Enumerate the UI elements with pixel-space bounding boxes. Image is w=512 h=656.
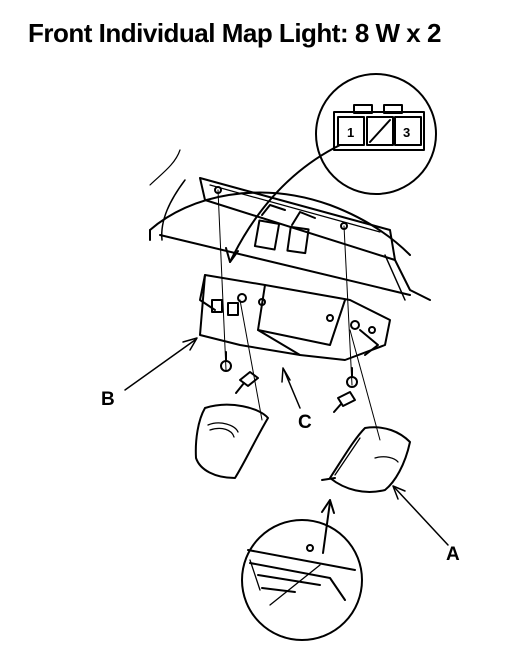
leader-lines <box>124 337 449 546</box>
screws <box>220 351 358 388</box>
right-lens <box>321 426 411 493</box>
connector-pin-3: 3 <box>403 125 410 140</box>
page-title: Front Individual Map Light: 8 W x 2 <box>28 18 441 48</box>
callout-b: B <box>101 389 115 410</box>
bulbs <box>235 371 356 413</box>
roof-console <box>149 149 431 301</box>
connector-detail: 1 3 <box>315 73 437 195</box>
connector-pin-1: 1 <box>347 125 354 140</box>
callout-a: A <box>446 544 460 565</box>
callout-c: C <box>298 412 312 433</box>
light-housing <box>199 274 391 361</box>
removal-detail <box>241 519 363 641</box>
harness-connectors <box>214 186 348 255</box>
connector-arrow <box>225 144 341 263</box>
pry-arrow <box>321 499 335 554</box>
left-lens <box>194 403 269 479</box>
